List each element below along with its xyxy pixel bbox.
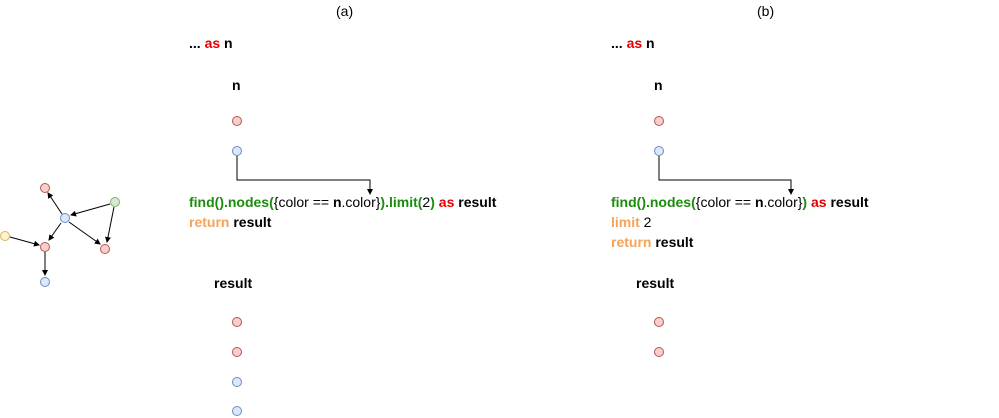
result-var: result (655, 234, 694, 250)
edge-green-to-center (70, 203, 111, 217)
graph-node-mid-red (40, 242, 50, 252)
expr-ref-n: n (754, 194, 764, 210)
edge-center-to-right-red (68, 221, 101, 245)
result-node-blue (232, 377, 242, 387)
limit-value: 2 (422, 194, 431, 210)
keyword-as: as (810, 194, 827, 210)
brace-open: { (695, 194, 701, 210)
header-dots: ... (611, 35, 623, 51)
keyword-return: return (611, 234, 652, 250)
expr-color-eq: color == (700, 194, 755, 210)
result-node-red (232, 317, 242, 327)
reference-arrow-a (236, 156, 373, 195)
paren-close: ) (430, 194, 435, 210)
query-line3-b: return result (611, 232, 693, 252)
query-line2-a: return result (189, 212, 271, 232)
list-node-red (232, 116, 242, 126)
graph-node-green (110, 197, 120, 207)
edge-green-to-right-red (105, 206, 115, 243)
header-line-a: ... as n (189, 33, 233, 53)
header-dots: ... (189, 35, 201, 51)
result-var: result (458, 194, 497, 210)
result-node-red (232, 347, 242, 357)
panel-label-b: (b) (757, 3, 775, 19)
result-node-red (654, 317, 664, 327)
keyword-as: as (626, 35, 643, 51)
edge-yellow-to-mid-red (9, 236, 40, 247)
result-node-red (654, 347, 664, 357)
result-var: result (233, 214, 272, 230)
header-var: n (224, 35, 233, 51)
keyword-limit-call: ).limit( (380, 194, 423, 210)
graph-node-yellow (0, 231, 10, 241)
header-line-b: ... as n (611, 33, 655, 53)
edge-center-to-top-red (47, 192, 63, 215)
query-line1-b: find().nodes({color == n.color}) as resu… (611, 192, 869, 212)
limit-value: 2 (643, 214, 652, 230)
brace-close: } (797, 194, 803, 210)
expr-color-eq: color == (278, 194, 333, 210)
list-title-a: n (232, 77, 241, 93)
expr-color: .color (341, 194, 376, 210)
keyword-return: return (189, 214, 230, 230)
expr-ref-n: n (332, 194, 342, 210)
keyword-as: as (438, 194, 455, 210)
keyword-find-nodes: find().nodes( (189, 194, 274, 210)
list-node-red (654, 116, 664, 126)
reference-arrow-b (658, 156, 794, 195)
graph-node-bottom-blue (40, 277, 50, 287)
edge-center-to-mid-red (48, 222, 62, 241)
graph-node-top-red (40, 183, 50, 193)
paren-close: ) (802, 194, 808, 210)
keyword-find-nodes: find().nodes( (611, 194, 696, 210)
list-title-b: n (654, 77, 663, 93)
keyword-as: as (204, 35, 221, 51)
result-node-blue (232, 406, 242, 416)
panel-label-a: (a) (336, 3, 354, 19)
graph-node-right-red (100, 244, 110, 254)
list-node-blue (654, 146, 664, 156)
list-node-blue (232, 146, 242, 156)
expr-color: .color (763, 194, 798, 210)
brace-close: } (375, 194, 381, 210)
result-var: result (830, 194, 869, 210)
result-title-a: result (214, 275, 253, 291)
query-line2-b: limit 2 (611, 212, 651, 232)
query-line1-a: find().nodes({color == n.color}).limit(2… (189, 192, 496, 212)
keyword-limit: limit (611, 214, 640, 230)
graph-node-center-blue (60, 213, 70, 223)
header-var: n (646, 35, 655, 51)
brace-open: { (273, 194, 279, 210)
result-title-b: result (636, 275, 675, 291)
